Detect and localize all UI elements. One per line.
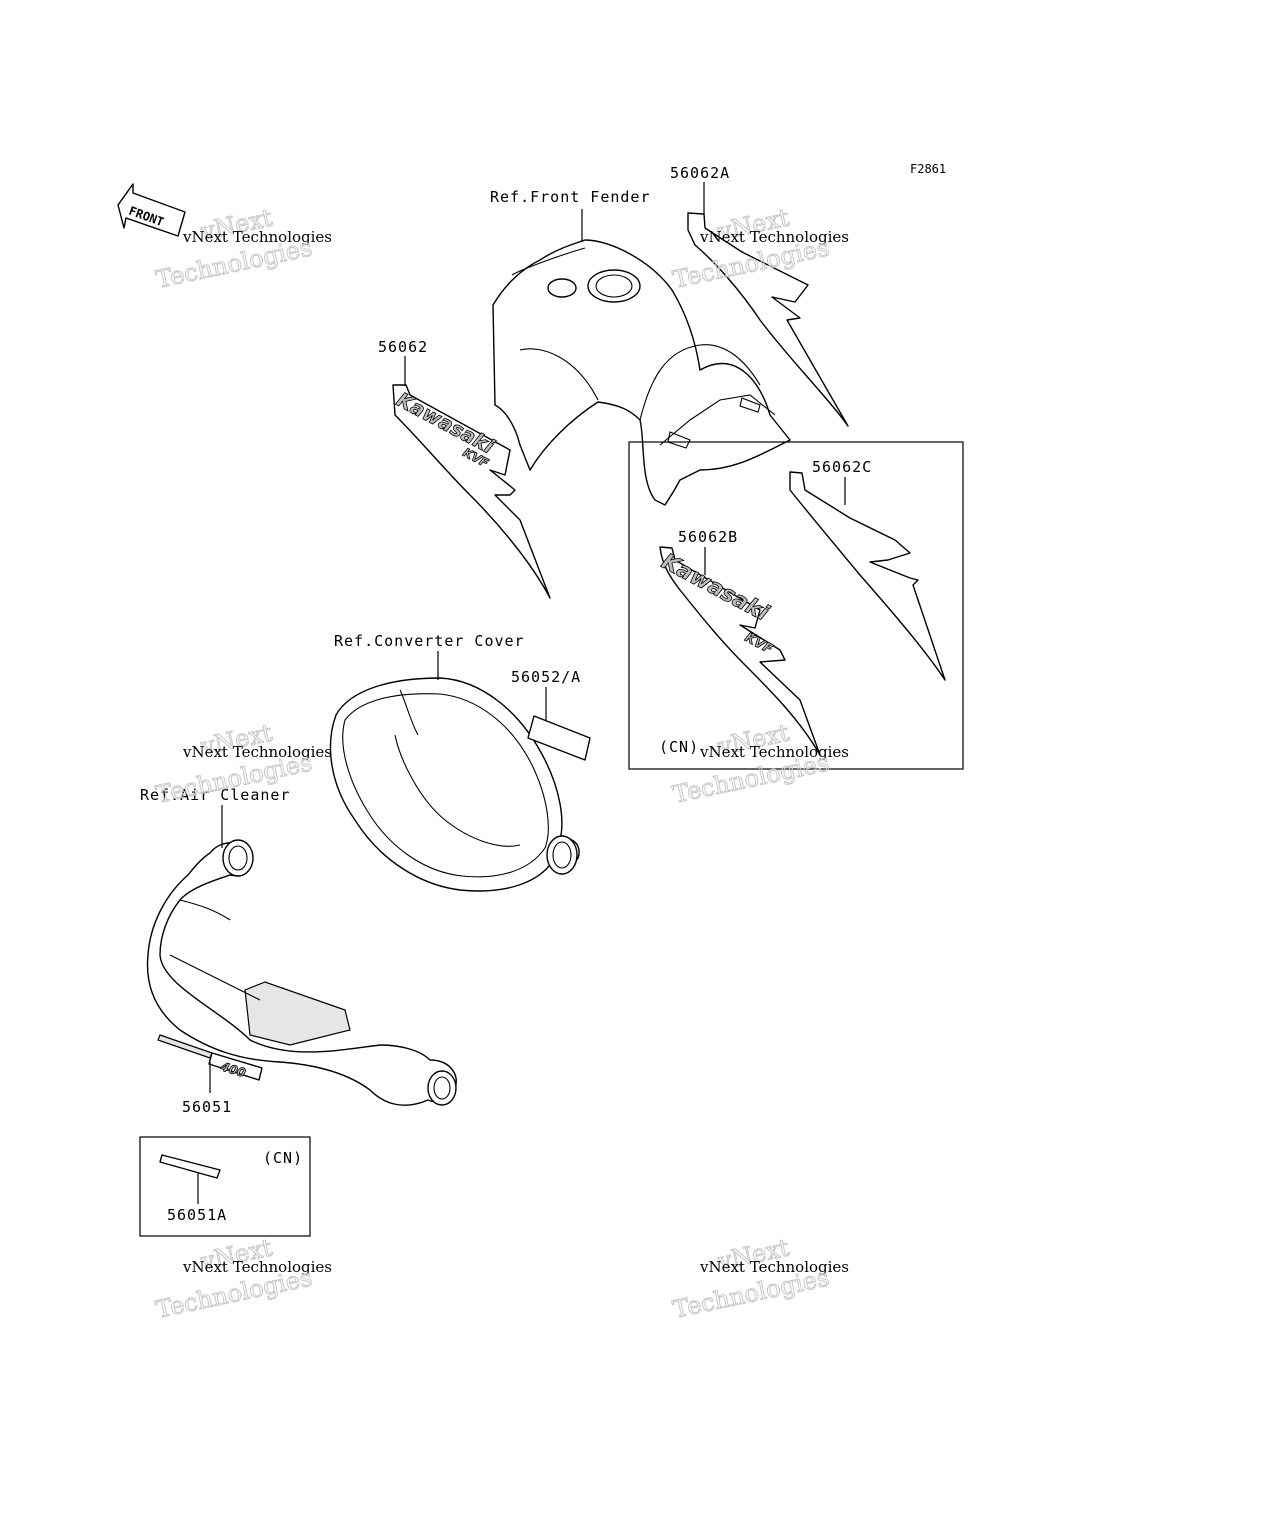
front-arrow-icon: FRONT	[117, 183, 186, 237]
part-56052A-label: 56052/A	[511, 668, 581, 686]
decal-56062A	[687, 212, 849, 427]
air-cleaner-duct	[146, 839, 457, 1106]
svg-text:vNext Technologies: vNext Technologies	[699, 743, 849, 761]
cn-decal-box-label: (CN)	[659, 738, 699, 756]
part-56051-label: 56051	[182, 1098, 232, 1116]
watermark: vNext vNext Technologies Technologies	[670, 1233, 849, 1324]
decal-56062C	[789, 471, 946, 681]
part-56062-label: 56062	[378, 338, 428, 356]
decal-56051: 400	[157, 1034, 263, 1081]
svg-text:vNext Technologies: vNext Technologies	[699, 1258, 849, 1276]
watermark: vNext vNext Technologies Technologies	[670, 718, 849, 809]
ref-air-cleaner-label: Ref.Air Cleaner	[140, 786, 290, 804]
ref-converter-cover-label: Ref.Converter Cover	[334, 632, 525, 650]
svg-text:vNext Technologies: vNext Technologies	[699, 228, 849, 246]
svg-text:vNext Technologies: vNext Technologies	[182, 743, 332, 761]
decal-56062B: Kawasaki KVF	[657, 546, 821, 756]
part-56062C-label: 56062C	[812, 458, 872, 476]
ref-front-fender-label: Ref.Front Fender	[490, 188, 651, 206]
label-56052A	[527, 715, 591, 761]
part-56051A-label: 56051A	[167, 1206, 227, 1224]
leader-lines	[197, 182, 846, 1204]
svg-text:vNext Technologies: vNext Technologies	[182, 1258, 332, 1276]
cn-stripe-box-label: (CN)	[263, 1149, 303, 1167]
svg-text:vNext Technologies: vNext Technologies	[182, 228, 332, 246]
cn-stripe-box	[139, 1136, 311, 1237]
stripe-56051A	[159, 1154, 221, 1179]
part-56062A-label: 56062A	[670, 164, 730, 182]
converter-cover	[329, 677, 580, 892]
part-56062B-label: 56062B	[678, 528, 738, 546]
front-fender	[492, 239, 791, 506]
watermark: vNext vNext Technologies Technologies	[153, 1233, 332, 1324]
cn-decal-box	[628, 441, 964, 770]
figure-id: F2861	[910, 162, 946, 176]
